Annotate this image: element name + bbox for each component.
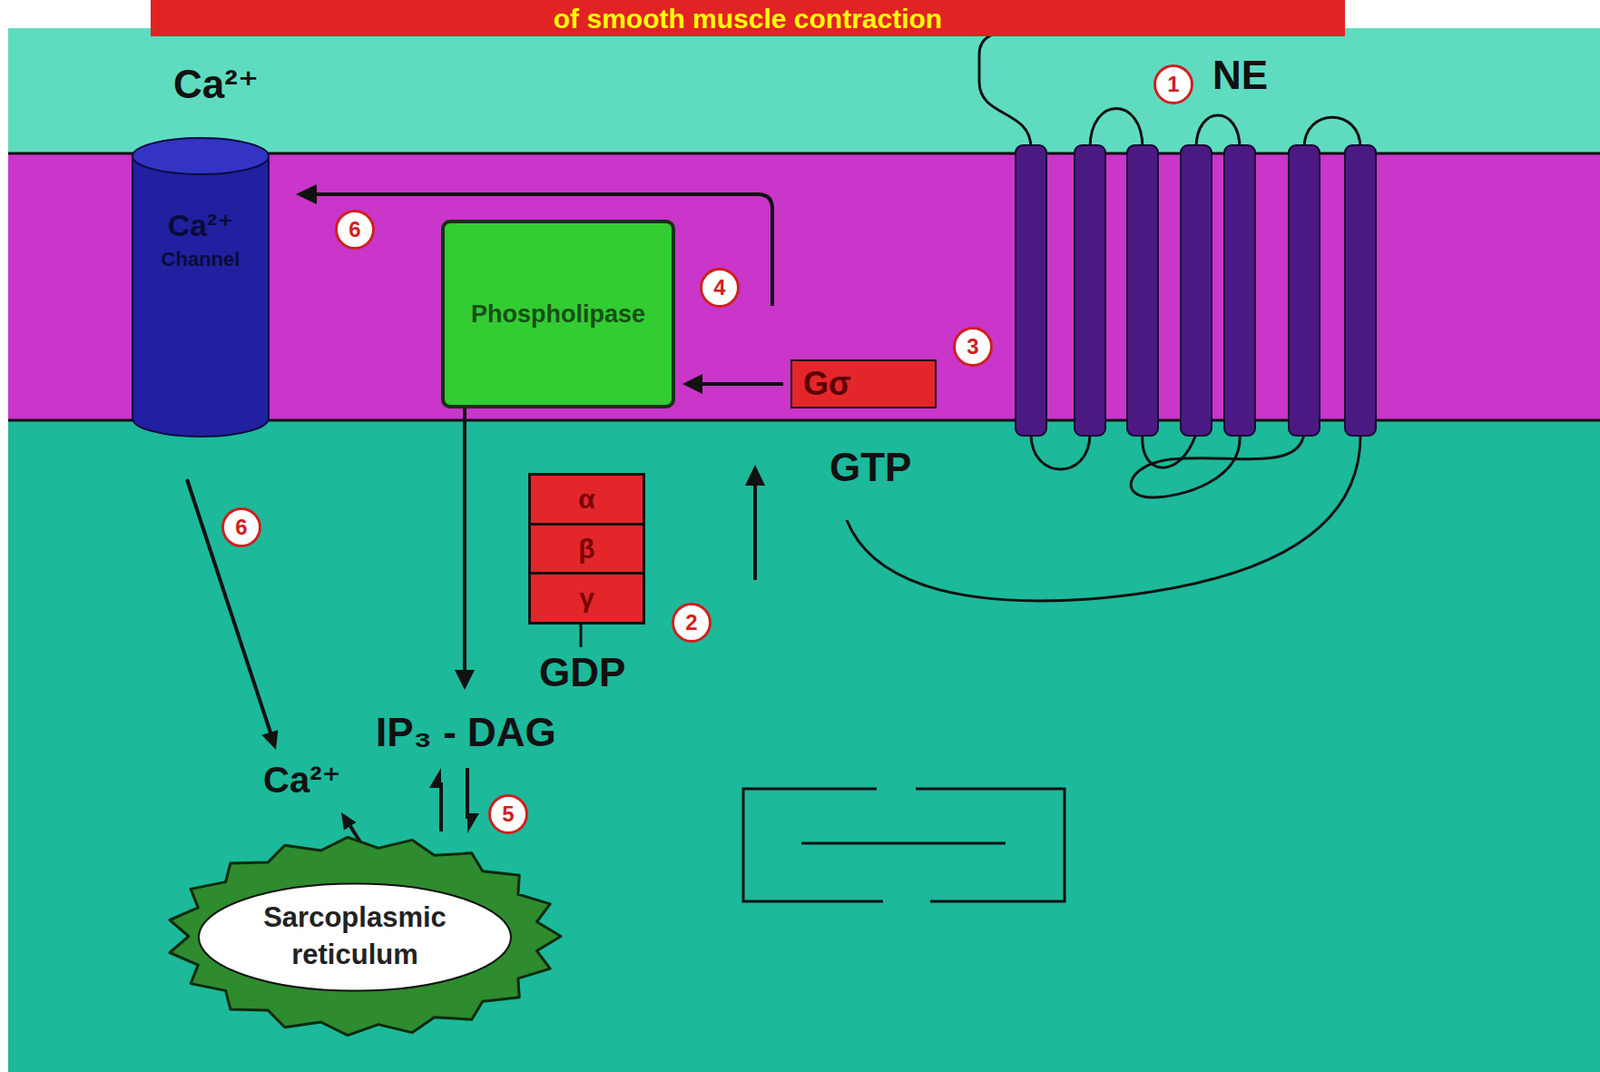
connector-line (698, 382, 784, 386)
g-alpha-label: Gσ (803, 365, 932, 403)
ion-label: Ca²⁺ (263, 758, 342, 801)
enzyme-box: Phospholipase (441, 219, 676, 409)
tether-line (579, 621, 582, 648)
arrows (186, 194, 773, 845)
gdp-tether (579, 621, 583, 648)
reticulum-membrane (169, 836, 561, 1035)
messenger-label: IP₃ - DAG (375, 709, 557, 756)
reticulum-blob: Sarcoplasmic reticulum (161, 831, 567, 1041)
g-protein-stack: αβγ (528, 472, 646, 625)
subunit-label: β (530, 525, 643, 576)
arrow-head (682, 373, 703, 394)
agonist-label: NE (1212, 52, 1268, 99)
cytoplasm-ground (8, 420, 1600, 1072)
extracellular-ground (8, 28, 1600, 156)
callout-number: 1 (1153, 64, 1194, 105)
channel-cylinder: Ca²⁺Channel (130, 136, 271, 439)
callout-number: 2 (671, 602, 712, 643)
connector-arrow (682, 373, 784, 394)
cylinder-outline (130, 136, 271, 439)
title-bar: of smooth muscle contraction (150, 0, 1345, 37)
reticulum-label: Sarcoplasmic reticulum (232, 899, 478, 973)
cylinder-top (132, 137, 269, 175)
callout-number: 6 (334, 209, 375, 250)
receptor-chain (846, 30, 1361, 601)
callout-number: 4 (699, 267, 740, 308)
reticulum-outline (161, 831, 567, 1041)
channel-label: Channel (137, 247, 264, 272)
cylinder-body (132, 156, 269, 437)
subunit-label: α (530, 475, 643, 526)
sarcomere-symbol (743, 788, 1065, 902)
enzyme-label: Phospholipase (450, 299, 667, 329)
callout-number: 5 (488, 794, 529, 835)
arrow-heads (262, 184, 766, 834)
subunit-label: γ (530, 574, 643, 622)
reticulum-lumen (198, 883, 511, 992)
ion-label: Ca²⁺ (173, 61, 259, 108)
nucleotide-label: GDP (539, 649, 626, 697)
g-alpha-box: Gσ (790, 359, 937, 409)
title-text: of smooth muscle contraction (553, 3, 943, 34)
callout-number: 6 (221, 507, 262, 548)
receptor-helices (1015, 145, 1376, 436)
ion-label: Ca²⁺ (137, 206, 264, 245)
callout-number: 3 (952, 326, 993, 367)
nucleotide-label: GTP (829, 444, 912, 491)
